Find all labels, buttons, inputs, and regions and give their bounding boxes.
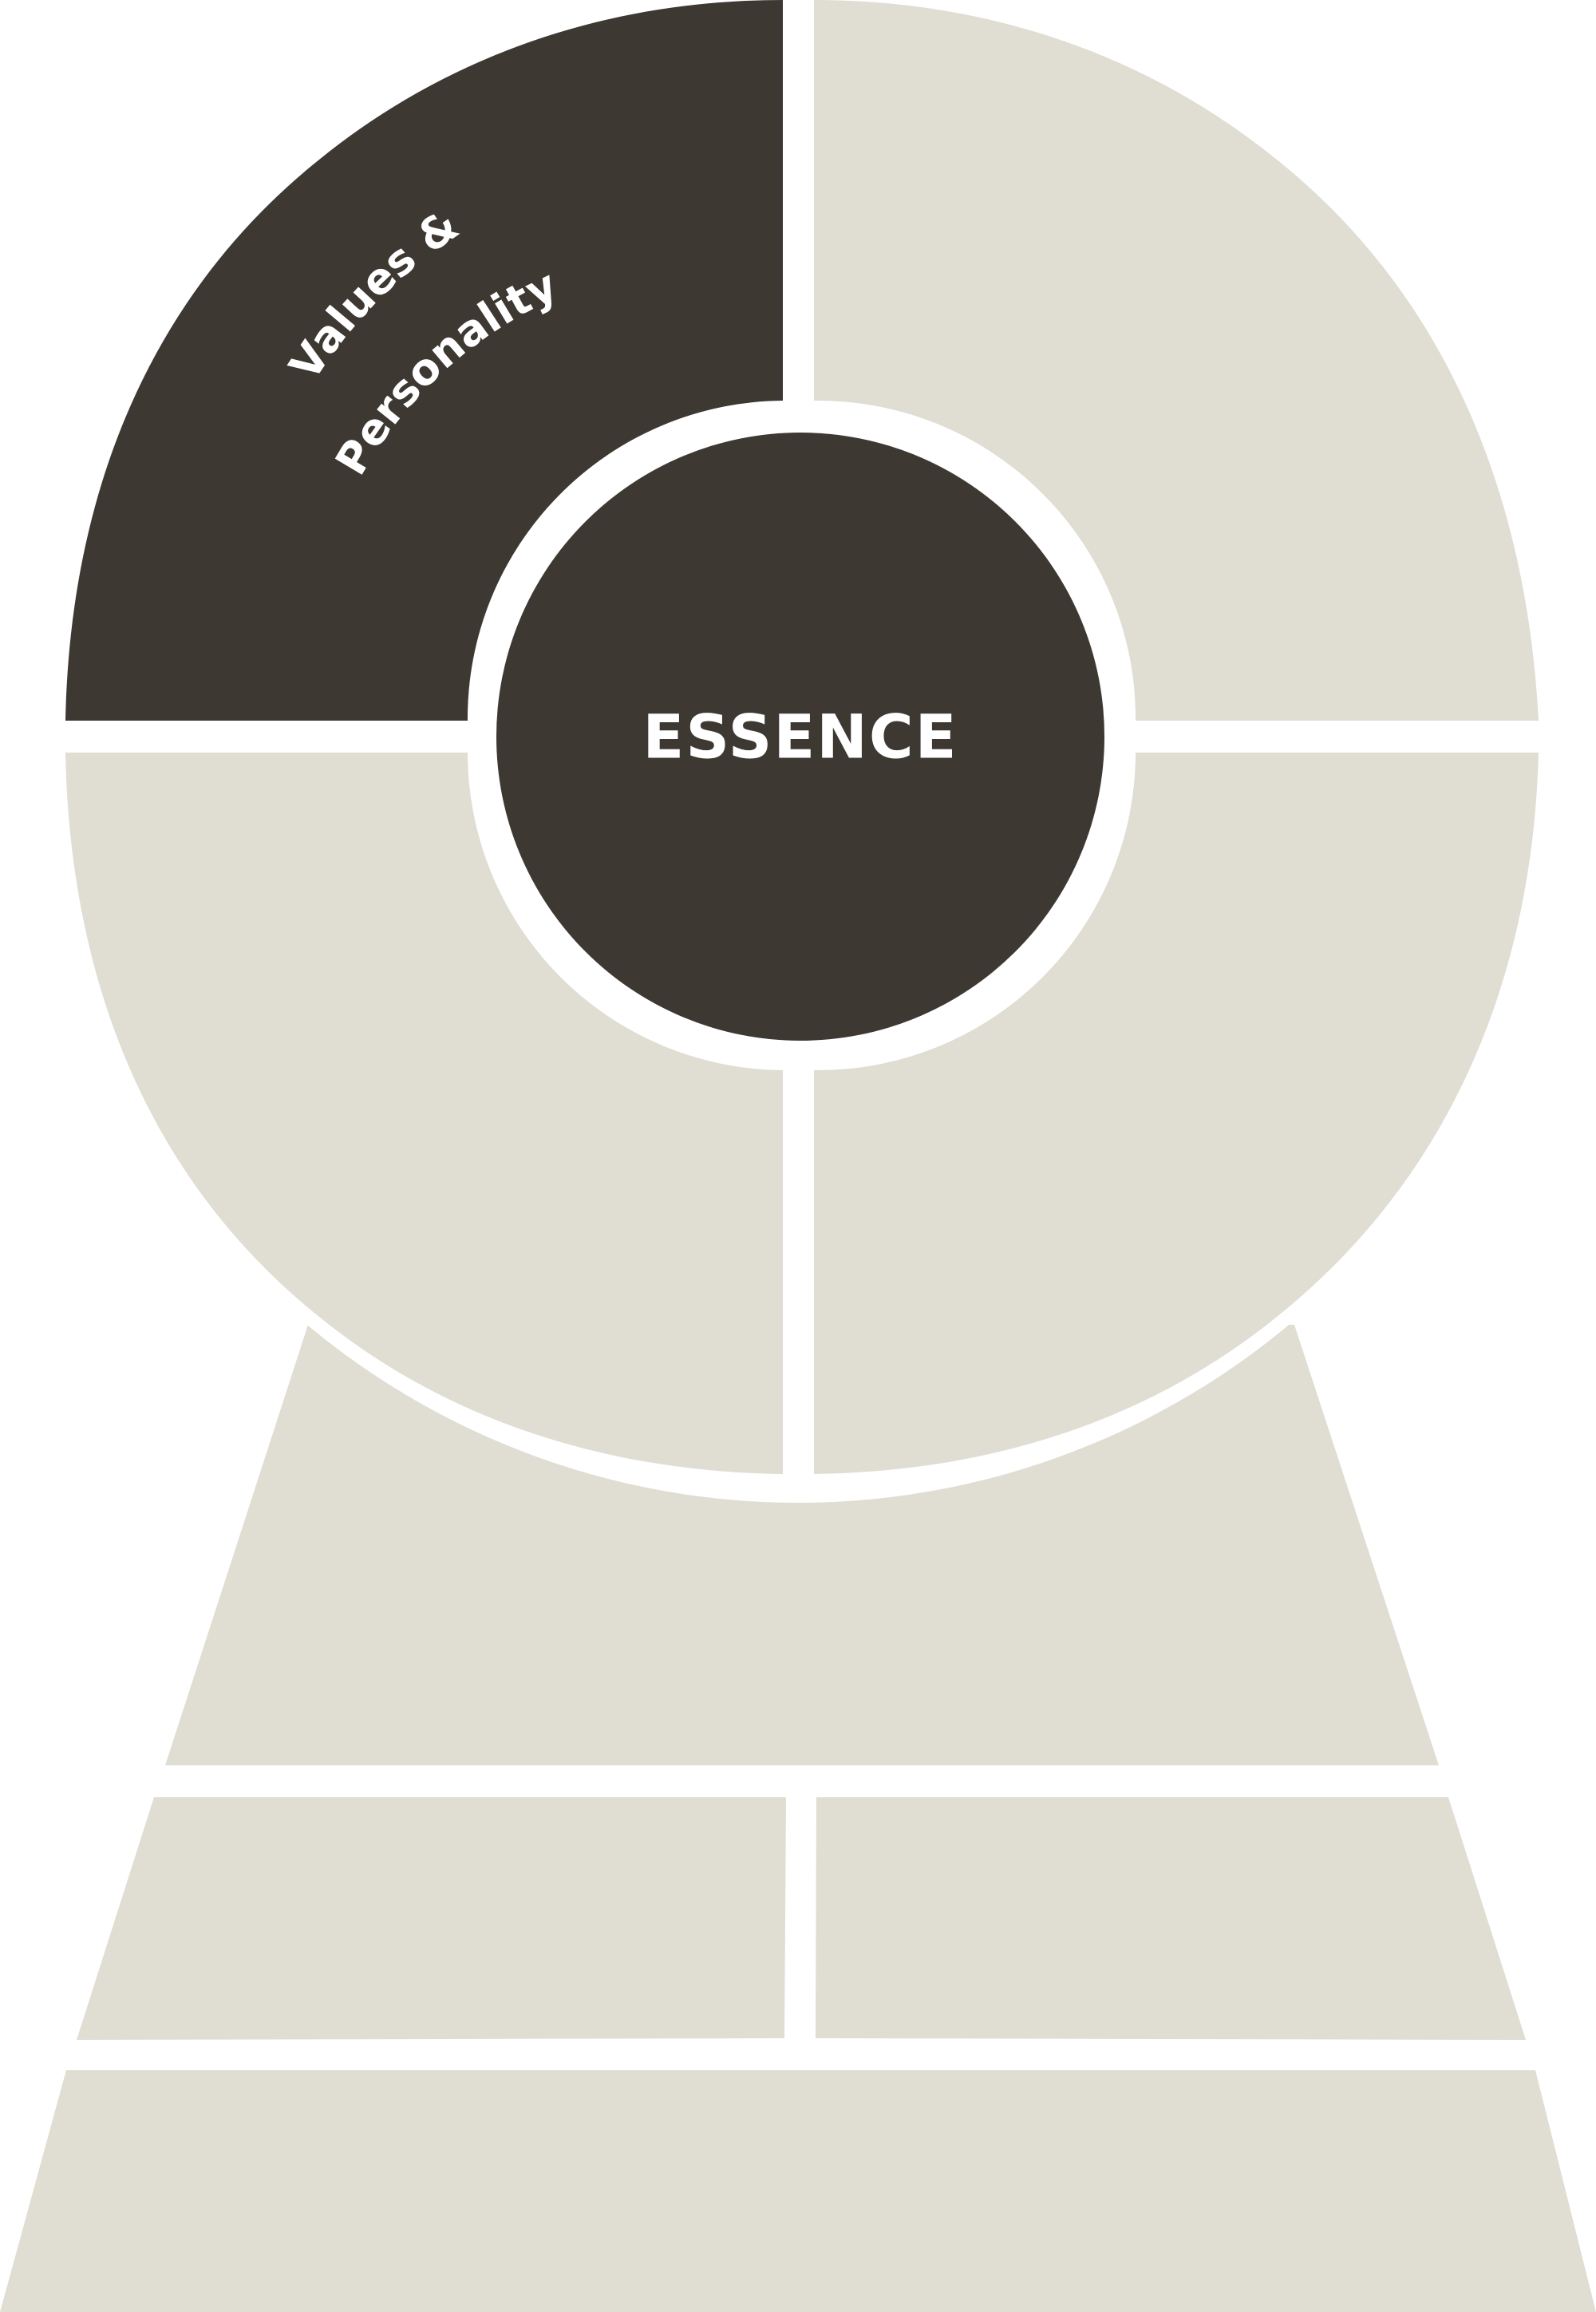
pedestal-tier-2-left (77, 1797, 786, 2040)
ring-segment-top-left (65, 0, 783, 721)
pedestal-tier-3 (0, 2070, 1596, 2312)
pedestal-tier-2-right (816, 1797, 1526, 2040)
ring-segment-bottom-left (65, 753, 783, 1474)
center-circle (496, 433, 1104, 1041)
ring (65, 0, 1539, 1474)
ring-segment-top-right (814, 0, 1539, 721)
ring-segment-bottom-right (814, 753, 1539, 1474)
center-label: ESSENCE (642, 702, 958, 773)
